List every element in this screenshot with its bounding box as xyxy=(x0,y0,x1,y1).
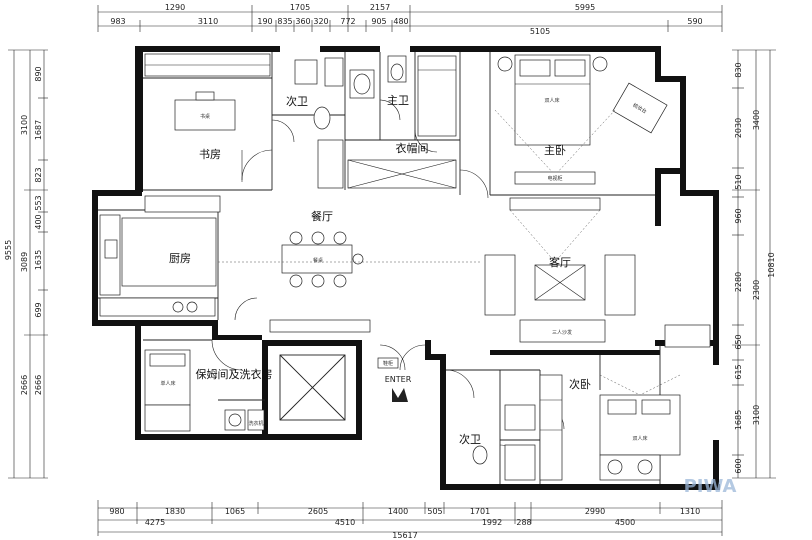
tv-cabinet-label: 电视柜 xyxy=(547,175,562,182)
dim-right-mid-1: 10810 xyxy=(767,252,776,277)
dim-top-inner-7: 772 xyxy=(340,17,355,26)
master-bath: 主卫 xyxy=(349,55,409,107)
desk-label: 书桌 xyxy=(200,113,210,120)
dim-left-mid-2: 3089 xyxy=(20,252,29,272)
dim-top-outer-1: 1290 xyxy=(165,3,185,12)
master-bedroom: 双人床 梳妆台 电视柜 主卧 xyxy=(494,54,668,185)
dim-top-inner-4: 835 xyxy=(277,17,292,26)
dim-bottom-inner-8: 1992 xyxy=(482,518,502,527)
dim-left-inner-4: 553 xyxy=(34,195,43,210)
dim-left-outer-1: 9555 xyxy=(4,240,13,260)
bottom-dimensions: 980 1830 1065 2605 1400 505 1701 1992 28… xyxy=(97,500,723,540)
room-dining: 餐厅 xyxy=(311,209,333,223)
dining-table-label: 餐桌 xyxy=(313,257,323,264)
dim-bottom-inner-3: 1065 xyxy=(225,507,245,516)
entrance: ENTER 鞋柜 xyxy=(377,357,412,402)
dim-bottom-inner-1: 980 xyxy=(109,507,124,516)
dim-left-inner-2: 1687 xyxy=(34,120,43,140)
dim-left-inner-3: 823 xyxy=(34,167,43,182)
dim-bottom-total: 15617 xyxy=(392,531,417,540)
dim-bottom-mid-1: 4275 xyxy=(145,518,165,527)
dim-bottom-inner-4: 2605 xyxy=(308,507,328,516)
dim-bottom-inner-7: 1701 xyxy=(470,507,490,516)
dim-top-outer-4: 5995 xyxy=(575,3,595,12)
walls xyxy=(92,46,720,490)
dim-right-inner-6: 650 xyxy=(734,334,743,349)
room-master-bed: 主卧 xyxy=(544,144,566,157)
dim-right-outer-1: 3400 xyxy=(752,110,761,130)
dim-bottom-inner-10: 2990 xyxy=(585,507,605,516)
dim-right-inner-1: 830 xyxy=(734,62,743,77)
right-dimensions: 3400 2300 3100 10810 830 2030 510 960 22… xyxy=(732,49,776,479)
dim-right-inner-2: 2030 xyxy=(734,118,743,138)
dim-right-inner-3: 510 xyxy=(734,174,743,189)
dim-top-inner-11: 590 xyxy=(687,17,702,26)
dim-bottom-mid-2: 4510 xyxy=(335,518,355,527)
dim-left-inner-1: 890 xyxy=(34,66,43,81)
double-bed-label: 双人床 xyxy=(544,97,559,104)
dim-bottom-inner-6: 505 xyxy=(427,507,442,516)
room-second-bed: 次卧 xyxy=(569,377,591,391)
second-bedroom: 双人床 次卧 xyxy=(539,374,681,481)
shoe-cabinet-label: 鞋柜 xyxy=(383,360,393,367)
kitchen-room: 厨房 xyxy=(99,195,221,317)
dim-top-inner-8: 905 xyxy=(371,17,386,26)
dim-top-outer-2: 1705 xyxy=(290,3,310,12)
room-study: 书房 xyxy=(199,148,221,161)
study-room: 书桌 书房 xyxy=(144,53,271,161)
dining-room: 餐桌 餐厅 xyxy=(218,209,480,333)
single-bed-label: 单人床 xyxy=(160,380,175,387)
dim-top-inner-3: 190 xyxy=(257,17,272,26)
dim-right-inner-4: 960 xyxy=(734,208,743,223)
dim-top-inner-10: 5105 xyxy=(530,27,550,36)
dim-left-inner-5: 400 xyxy=(34,214,43,229)
dim-left-mid-1: 3100 xyxy=(20,115,29,135)
dim-bottom-inner-5: 1400 xyxy=(388,507,408,516)
watermark-logo: PIWA xyxy=(684,476,737,497)
dim-bottom-inner-9: 288 xyxy=(516,518,531,527)
dim-left-inner-6: 1635 xyxy=(34,250,43,270)
dim-bottom-mid-3: 4500 xyxy=(615,518,635,527)
dim-top-inner-9: 480 xyxy=(393,17,408,26)
top-dimensions: 1290 1705 2157 5995 983 3110 190 835 360… xyxy=(97,3,723,36)
elevator-shaft xyxy=(279,354,346,421)
dim-top-inner-1: 983 xyxy=(110,17,125,26)
room-master-bath: 主卫 xyxy=(387,94,409,107)
dim-top-inner-2: 3110 xyxy=(198,17,218,26)
dim-right-outer-2: 2300 xyxy=(752,280,761,300)
second-double-bed-label: 双人床 xyxy=(632,435,647,442)
dim-right-inner-7: 615 xyxy=(734,364,743,379)
dim-top-inner-5: 360 xyxy=(295,17,310,26)
left-dimensions: 9555 3100 3089 2666 890 1687 823 553 400… xyxy=(4,49,48,479)
dim-right-inner-9: 600 xyxy=(734,458,743,473)
dim-right-inner-8: 1685 xyxy=(734,410,743,430)
second-bath-bottom: 次卫 xyxy=(459,404,536,481)
dim-bottom-inner-2: 1830 xyxy=(165,507,185,516)
sofa-label: 三人沙发 xyxy=(552,329,572,336)
dim-left-mid-3: 2666 xyxy=(20,375,29,395)
second-bath-top: 次卫 xyxy=(286,57,344,130)
room-second-bath-bottom: 次卫 xyxy=(459,432,481,446)
nanny-room: 单人床 洗衣机 保姆间及洗衣房 xyxy=(144,349,273,432)
washer-label: 洗衣机 xyxy=(248,420,263,427)
entrance-arrow-icon xyxy=(392,388,408,402)
room-cloakroom: 衣帽间 xyxy=(396,141,429,155)
dim-left-inner-7: 699 xyxy=(34,302,43,317)
room-living: 客厅 xyxy=(549,255,571,269)
room-kitchen: 厨房 xyxy=(169,252,191,265)
living-room: 三人沙发 客厅 xyxy=(484,197,711,348)
room-second-bath-top: 次卫 xyxy=(286,94,308,108)
dim-top-inner-6: 320 xyxy=(313,17,328,26)
dim-right-outer-3: 3100 xyxy=(752,405,761,425)
cloakroom: 衣帽间 xyxy=(317,55,457,189)
dim-bottom-inner-11: 1310 xyxy=(680,507,700,516)
dim-right-inner-5: 2280 xyxy=(734,272,743,292)
dim-left-inner-8: 2666 xyxy=(34,375,43,395)
entrance-label: ENTER xyxy=(385,375,412,384)
dim-top-outer-3: 2157 xyxy=(370,3,390,12)
room-nanny: 保姆间及洗衣房 xyxy=(196,367,273,381)
